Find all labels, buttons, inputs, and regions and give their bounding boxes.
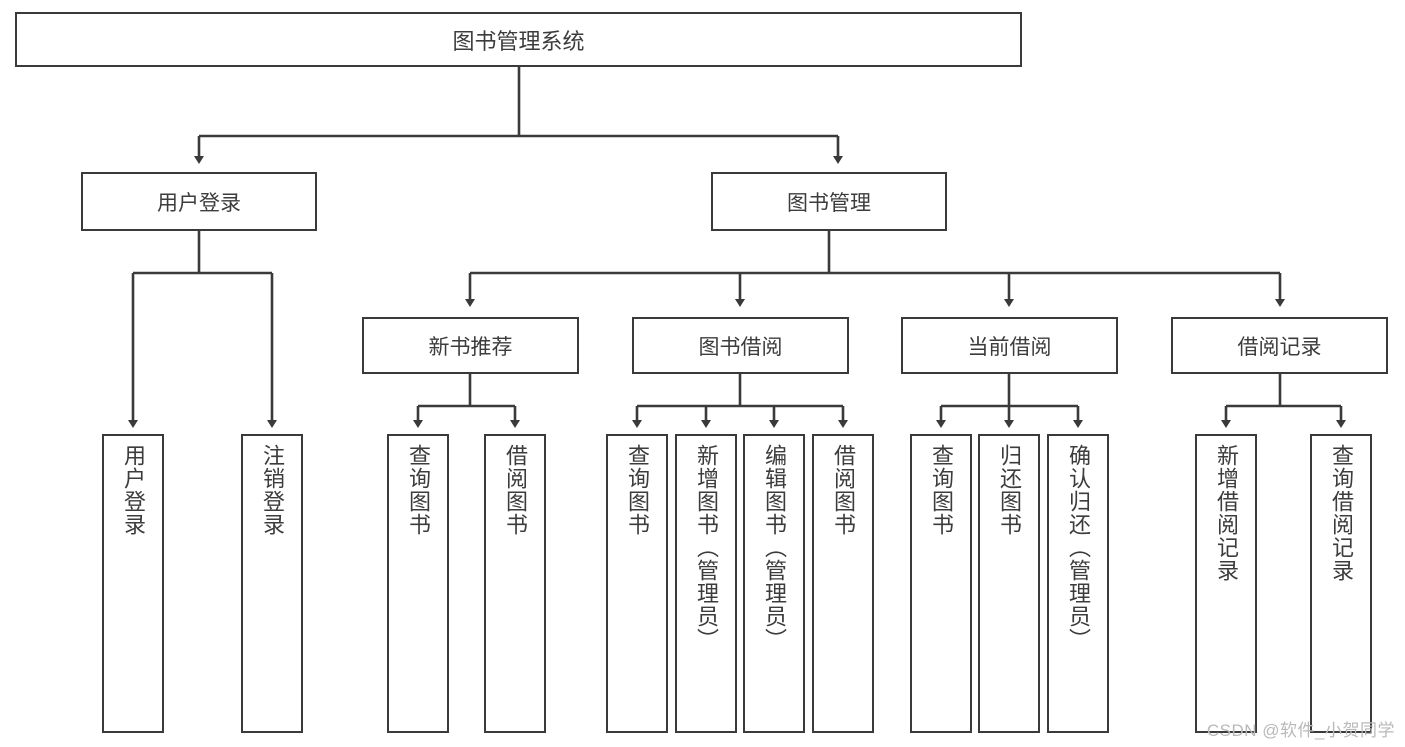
node-book-manage[interactable]: 图书管理 <box>711 172 947 231</box>
leaf-borrow-book-2[interactable]: 借阅图书 <box>812 434 874 733</box>
node-borrow-record-label: 借阅记录 <box>1237 335 1322 359</box>
leaf-edit-book-label: 编辑图书（管理员） <box>761 444 787 651</box>
leaf-add-book-label: 新增图书（管理员） <box>693 444 719 651</box>
leaf-query-book-2-label: 查询图书 <box>624 444 650 536</box>
node-new-book-rec[interactable]: 新书推荐 <box>362 317 579 374</box>
leaf-query-book-3-label: 查询图书 <box>928 444 954 536</box>
leaf-logout-login-label: 注销登录 <box>259 444 285 536</box>
leaf-borrow-book-1[interactable]: 借阅图书 <box>484 434 546 733</box>
leaf-query-book-1[interactable]: 查询图书 <box>387 434 449 733</box>
leaf-add-record[interactable]: 新增借阅记录 <box>1195 434 1257 733</box>
node-current-borrow-label: 当前借阅 <box>967 335 1052 359</box>
watermark: CSDN @软件_小贺同学 <box>1206 721 1395 740</box>
leaf-logout-login[interactable]: 注销登录 <box>241 434 303 733</box>
node-user-login[interactable]: 用户登录 <box>81 172 317 231</box>
node-book-borrow[interactable]: 图书借阅 <box>632 317 849 374</box>
leaf-query-book-3[interactable]: 查询图书 <box>910 434 972 733</box>
leaf-query-book-1-label: 查询图书 <box>405 444 431 536</box>
node-current-borrow[interactable]: 当前借阅 <box>901 317 1118 374</box>
node-root[interactable]: 图书管理系统 <box>15 12 1022 67</box>
leaf-user-login[interactable]: 用户登录 <box>102 434 164 733</box>
node-user-login-label: 用户登录 <box>157 191 241 215</box>
leaf-query-record-label: 查询借阅记录 <box>1328 444 1354 582</box>
leaf-confirm-return-label: 确认归还（管理员） <box>1065 444 1091 651</box>
leaf-borrow-book-2-label: 借阅图书 <box>830 444 856 536</box>
leaf-return-book[interactable]: 归还图书 <box>978 434 1040 733</box>
node-root-label: 图书管理系统 <box>452 28 585 54</box>
node-borrow-record[interactable]: 借阅记录 <box>1171 317 1388 374</box>
leaf-add-record-label: 新增借阅记录 <box>1213 444 1239 582</box>
leaf-query-record[interactable]: 查询借阅记录 <box>1310 434 1372 733</box>
node-new-book-rec-label: 新书推荐 <box>428 335 513 359</box>
leaf-add-book[interactable]: 新增图书（管理员） <box>675 434 737 733</box>
leaf-confirm-return[interactable]: 确认归还（管理员） <box>1047 434 1109 733</box>
node-book-manage-label: 图书管理 <box>787 191 871 215</box>
node-book-borrow-label: 图书借阅 <box>698 335 783 359</box>
leaf-user-login-label: 用户登录 <box>120 444 146 536</box>
leaf-return-book-label: 归还图书 <box>996 444 1022 536</box>
leaf-query-book-2[interactable]: 查询图书 <box>606 434 668 733</box>
leaf-borrow-book-1-label: 借阅图书 <box>502 444 528 536</box>
leaf-edit-book[interactable]: 编辑图书（管理员） <box>743 434 805 733</box>
